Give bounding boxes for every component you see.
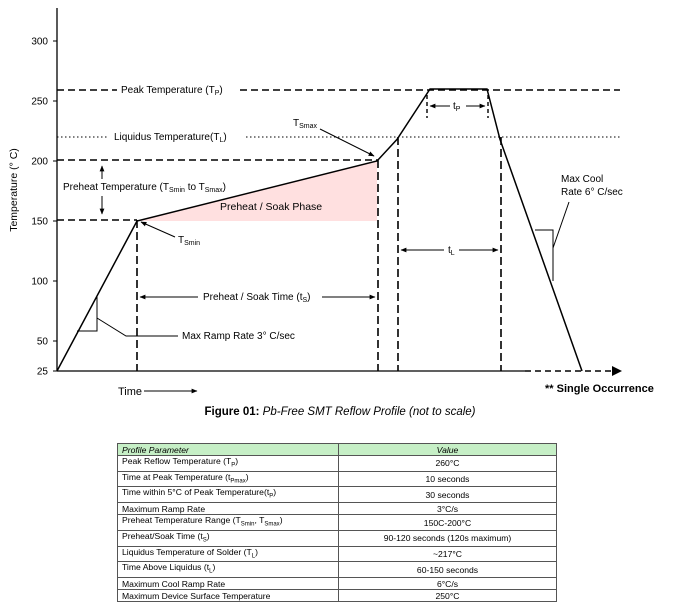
figure-caption: Figure 01: Pb-Free SMT Reflow Profile (n…: [0, 406, 680, 418]
ramp-callout-line: [96, 317, 178, 337]
y-tick-label: 300: [31, 37, 48, 48]
tsmax-label: TSmax: [293, 118, 318, 130]
ramp-slope-triangle: [77, 297, 98, 332]
table-cell-value: 30 seconds: [338, 486, 557, 504]
table-cell-parameter: Preheat Temperature Range (TSmin, TSmax): [117, 514, 339, 531]
table-row: Time within 5°C of Peak Temperature(tP)3…: [117, 486, 557, 504]
table-cell-parameter: Time Above Liquidus (tL): [117, 561, 339, 579]
y-tick-label: 100: [31, 277, 48, 288]
preheat-temperature-label: Preheat Temperature (TSmin to TSmax): [63, 182, 226, 194]
figure-caption-label: Figure 01:: [204, 406, 260, 418]
table-cell-value: 90-120 seconds (120s maximum): [338, 529, 557, 547]
table-row: Time Above Liquidus (tL)60-150 seconds: [117, 561, 557, 579]
reflow-profile-line: [56, 88, 583, 372]
reflow-profile-chart: 25 50 100 150 200 250 300 Temperature (° C) Ti…: [8, 8, 654, 398]
y-tick-label: 200: [31, 157, 48, 168]
table-cell-value: 260°C: [338, 455, 557, 472]
table-row: Preheat Temperature Range (TSmin, TSmax)…: [117, 514, 557, 531]
table-row: Preheat/Soak Time (tS)90-120 seconds (12…: [117, 529, 557, 547]
single-occurrence-label: ** Single Occurrence: [545, 383, 654, 395]
table-header-row: Profile Parameter Value: [117, 443, 557, 456]
table-cell-value: 10 seconds: [338, 470, 557, 488]
tsmin-arrow: [140, 221, 176, 238]
tl-label: tL: [448, 245, 455, 257]
peak-temperature-label: Peak Temperature (TP): [121, 85, 223, 97]
table-cell-value: 250°C: [338, 589, 557, 602]
y-tick-label: 25: [37, 367, 49, 378]
table-cell-parameter: Peak Reflow Temperature (TP): [117, 455, 339, 472]
y-tick-label: 50: [37, 337, 49, 348]
header-value: Value: [338, 443, 557, 456]
table-cell-value: 6°C/s: [338, 577, 557, 591]
table-row: Liquidus Temperature of Solder (TL)~217°…: [117, 545, 557, 563]
cool-callout-line: [552, 201, 570, 249]
header-profile-parameter: Profile Parameter: [117, 443, 339, 456]
y-axis-label: Temperature (° C): [8, 148, 20, 232]
table-cell-parameter: Liquidus Temperature of Solder (TL): [117, 545, 339, 563]
tsmax-arrow: [319, 128, 375, 157]
max-cool-label-line1: Max Cool: [561, 174, 603, 185]
tsmin-label: TSmin: [178, 235, 200, 247]
soak-phase-label: Preheat / Soak Phase: [220, 201, 322, 213]
y-tick-label: 250: [31, 97, 48, 108]
y-axis-ticks: 25 50 100 150 200 250 300: [31, 37, 57, 378]
table-cell-parameter: Maximum Device Surface Temperature: [117, 589, 339, 602]
x-axis-arrowhead: [612, 366, 622, 376]
table-cell-parameter: Maximum Cool Ramp Rate: [117, 577, 339, 591]
y-tick-label: 150: [31, 217, 48, 228]
soak-time-label: Preheat / Soak Time (tS): [203, 292, 311, 304]
table-cell-value: 150C-200°C: [338, 514, 557, 531]
tp-label: tP: [453, 101, 461, 113]
profile-parameters-table: Profile Parameter Value Peak Reflow Temp…: [117, 443, 557, 602]
table-row: Time at Peak Temperature (tPmax)10 secon…: [117, 470, 557, 488]
table-cell-value: ~217°C: [338, 545, 557, 563]
table-cell-parameter: Preheat/Soak Time (tS): [117, 529, 339, 547]
max-cool-label-line2: Rate 6° C/sec: [561, 187, 623, 198]
cool-slope-triangle: [535, 229, 554, 281]
figure-caption-text: Pb-Free SMT Reflow Profile (not to scale…: [262, 406, 476, 418]
table-cell-parameter: Maximum Ramp Rate: [117, 502, 339, 516]
liquidus-temperature-label: Liquidus Temperature(TL): [114, 132, 227, 144]
table-row: Peak Reflow Temperature (TP)260°C: [117, 455, 557, 472]
table-cell-parameter: Time within 5°C of Peak Temperature(tP): [117, 486, 339, 504]
table-cell-value: 60-150 seconds: [338, 561, 557, 579]
table-cell-value: 3°C/s: [338, 502, 557, 516]
max-ramp-label: Max Ramp Rate 3° C/sec: [182, 331, 295, 342]
x-axis-label: Time: [118, 386, 142, 398]
table-cell-parameter: Time at Peak Temperature (tPmax): [117, 470, 339, 488]
